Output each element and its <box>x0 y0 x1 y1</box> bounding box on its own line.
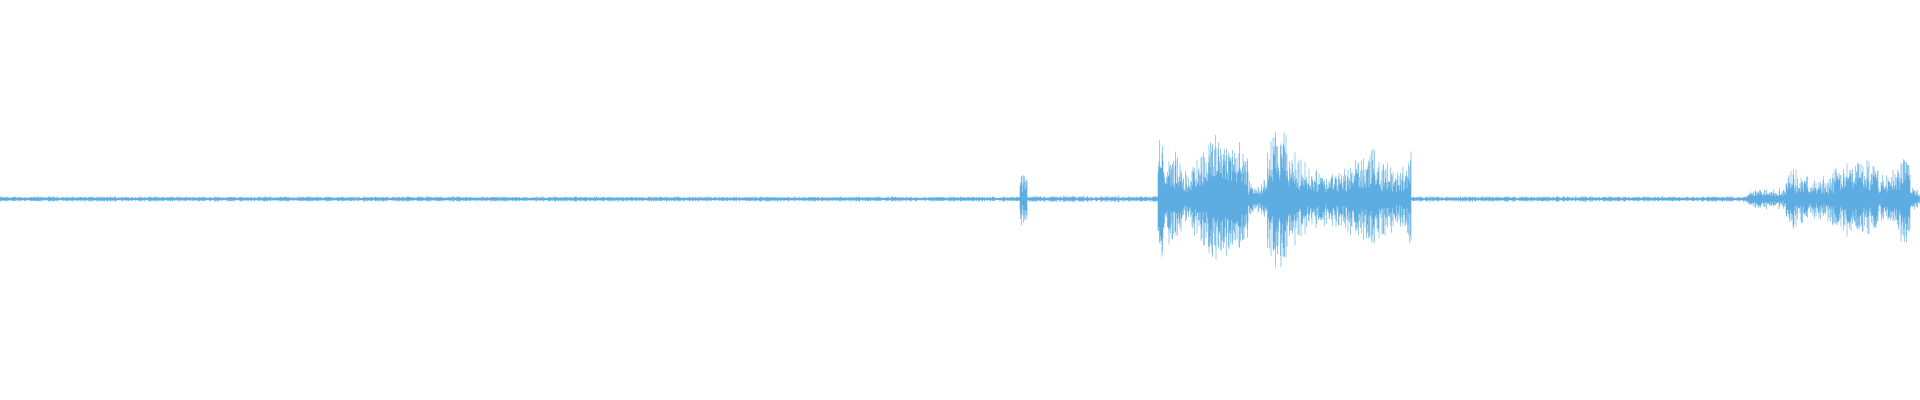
waveform-bars <box>0 132 1920 268</box>
waveform-signal <box>0 132 1920 268</box>
